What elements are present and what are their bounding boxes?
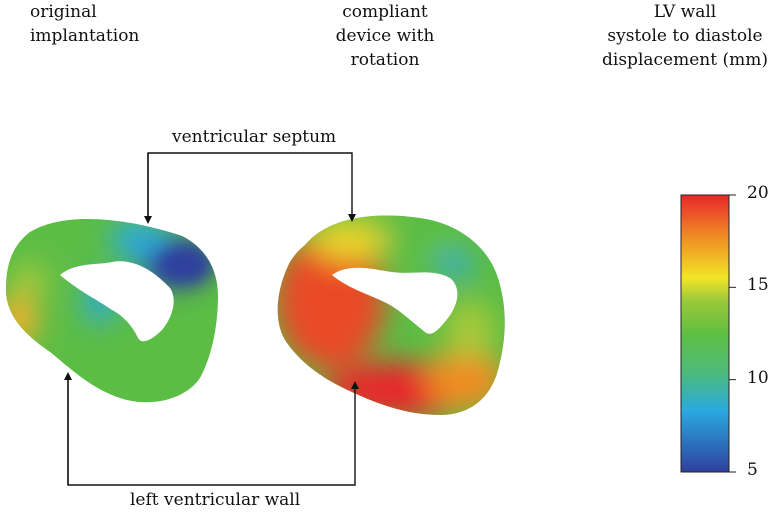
header-line: rotation	[350, 50, 420, 70]
colorbar-ticks	[729, 194, 736, 473]
header-line: LV wall	[653, 2, 717, 22]
header-original-implantation: original implantation	[30, 0, 190, 48]
header-line: device with	[335, 26, 435, 46]
header-line: compliant	[342, 2, 428, 22]
colorbar-tick-label: 5	[747, 460, 758, 480]
header-line: systole to diastole	[607, 26, 763, 46]
header-line: implantation	[30, 26, 140, 46]
colorbar-tick-label: 20	[747, 183, 769, 203]
lumen-compliant	[332, 267, 458, 334]
header-compliant-device: compliant device with rotation	[315, 0, 455, 72]
lumen-original	[60, 261, 174, 342]
ventricular-septum-label: ventricular septum	[172, 127, 337, 147]
header-colorbar-title: LV wall systole to diastole displacement…	[585, 0, 780, 72]
colorbar-tick-label: 15	[747, 275, 769, 296]
septum-connector	[147, 152, 356, 222]
left-ventricular-wall-label: left ventricular wall	[130, 490, 301, 510]
header-line: original	[30, 2, 97, 22]
colorbar	[680, 194, 730, 473]
colorbar-tick-label: 10	[747, 367, 769, 388]
compliant-ventricle-map	[277, 215, 505, 415]
header-line: displacement (mm)	[602, 50, 768, 70]
